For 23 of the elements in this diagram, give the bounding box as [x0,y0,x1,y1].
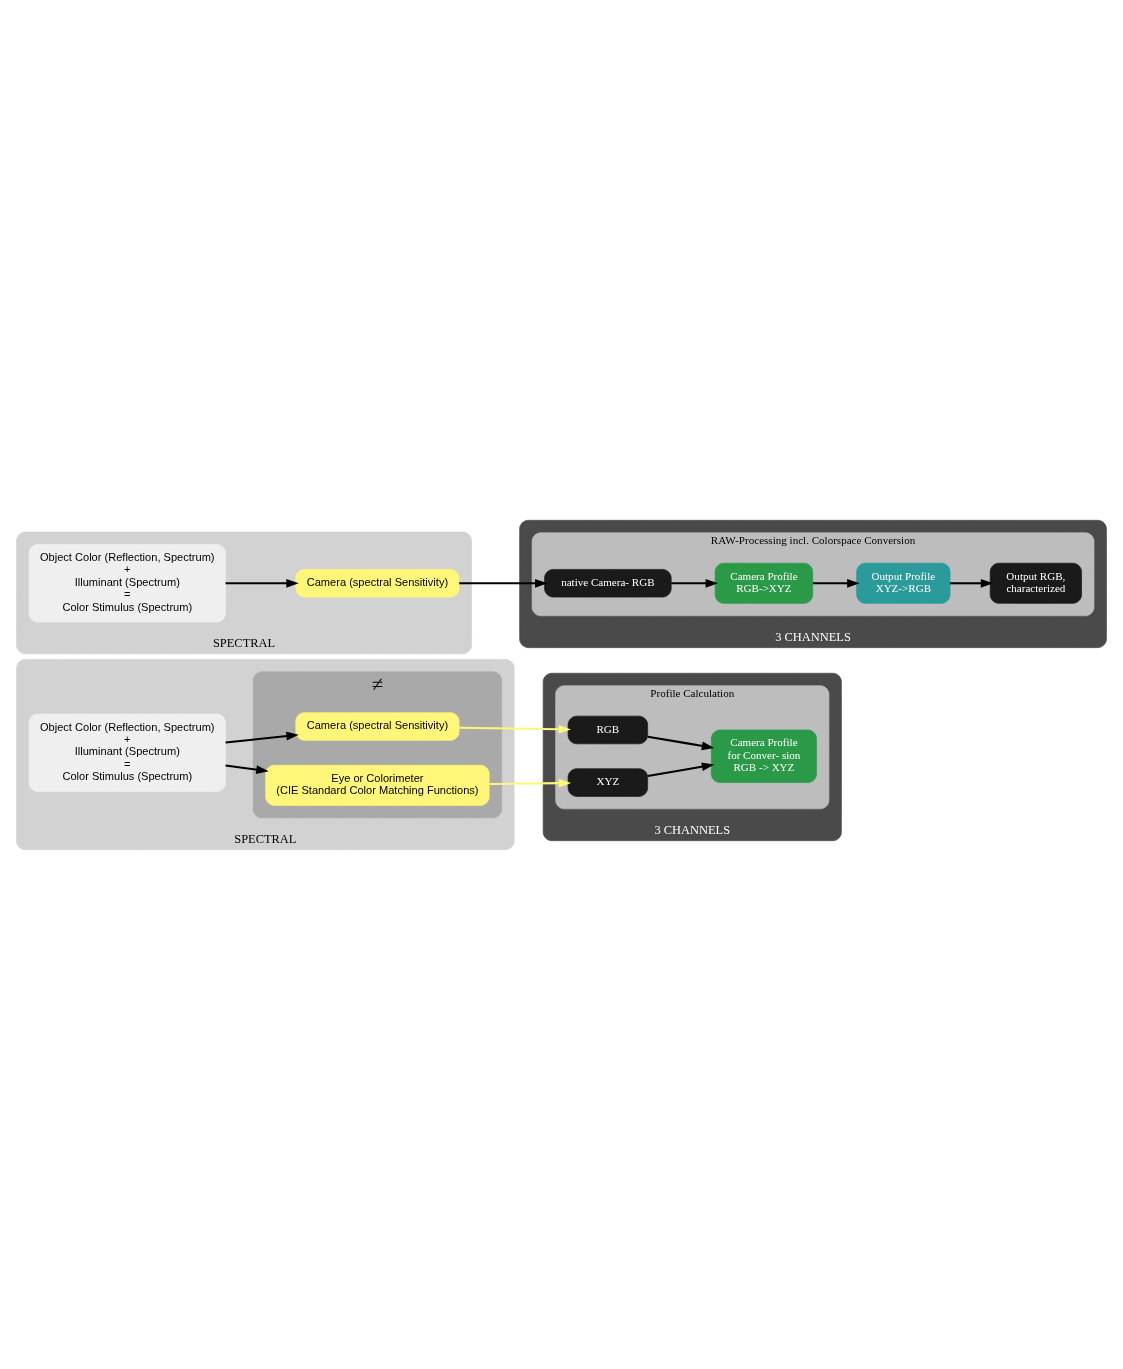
node-box: Eye or Colorimeter (CIE Standard Color Matching Functions) [265,764,490,806]
node-box: Camera (spectral Sensitivity) [295,568,460,597]
arrow [489,778,572,788]
node-box: RGB [567,715,648,744]
node-box: Output RGB, characterized [989,562,1082,604]
arrow [950,578,994,588]
arrow [647,761,715,777]
node-box: native Camera- RGB [544,568,672,597]
node-box: Camera Profile RGB->XYZ [714,562,814,604]
node-box: Camera Profile for Conver- sion RGB -> XYZ [710,729,817,783]
arrow [225,578,299,588]
node-box: Object Color (Reflection, Spectrum) + Illuminant (Spectrum) = Color Stimulus (Spectrum) [28,543,226,622]
node-box: Camera (spectral Sensitivity) [295,711,460,741]
arrow [225,764,269,774]
arrow [225,731,299,744]
arrow [671,578,719,588]
arrow [647,735,715,750]
node-box: Object Color (Reflection, Spectrum) + Illuminant (Spectrum) = Color Stimulus (Spectrum) [28,713,226,792]
arrow [459,578,548,588]
arrow [459,724,572,734]
node-box: Output Profile XYZ->RGB [856,562,951,604]
node-box: XYZ [567,767,648,797]
arrow [812,578,860,588]
